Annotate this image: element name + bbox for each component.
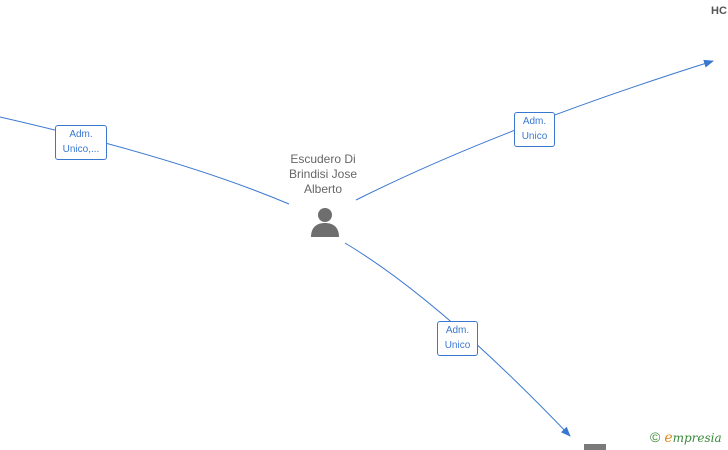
corner-node-label[interactable]: HC — [711, 5, 727, 17]
edge-label-lower-right[interactable]: Adm. Unico — [437, 321, 478, 356]
person-name-line-2: Brindisi Jose — [288, 167, 358, 181]
edge-label-left[interactable]: Adm. Unico,... — [55, 125, 107, 160]
edge-label-line-1: Adm. — [522, 116, 547, 127]
edge-label-upper-right[interactable]: Adm. Unico — [514, 112, 555, 147]
edge-line-left — [0, 116, 290, 205]
company-node-icon[interactable] — [584, 444, 606, 450]
edge-label-line-1: Adm. — [445, 325, 470, 336]
copyright-symbol: © — [650, 429, 661, 445]
edge-label-line-2: Unico — [444, 340, 471, 351]
edge-line-lower-right — [344, 242, 571, 437]
edge-label-line-2: Unico — [521, 131, 548, 142]
person-name-line-3: Alberto — [303, 182, 343, 196]
person-node-name[interactable]: Escudero Di Brindisi Jose Alberto — [262, 152, 384, 197]
edge-label-line-2: Unico,... — [62, 144, 100, 155]
brand-logo-e: e — [664, 430, 673, 446]
empresia-watermark: ©empresia — [650, 429, 722, 446]
edge-label-line-1: Adm. — [69, 129, 93, 140]
brand-logo-text: mpresia — [672, 431, 722, 445]
person-icon[interactable] — [309, 206, 341, 238]
person-name-line-1: Escudero Di — [290, 152, 356, 166]
